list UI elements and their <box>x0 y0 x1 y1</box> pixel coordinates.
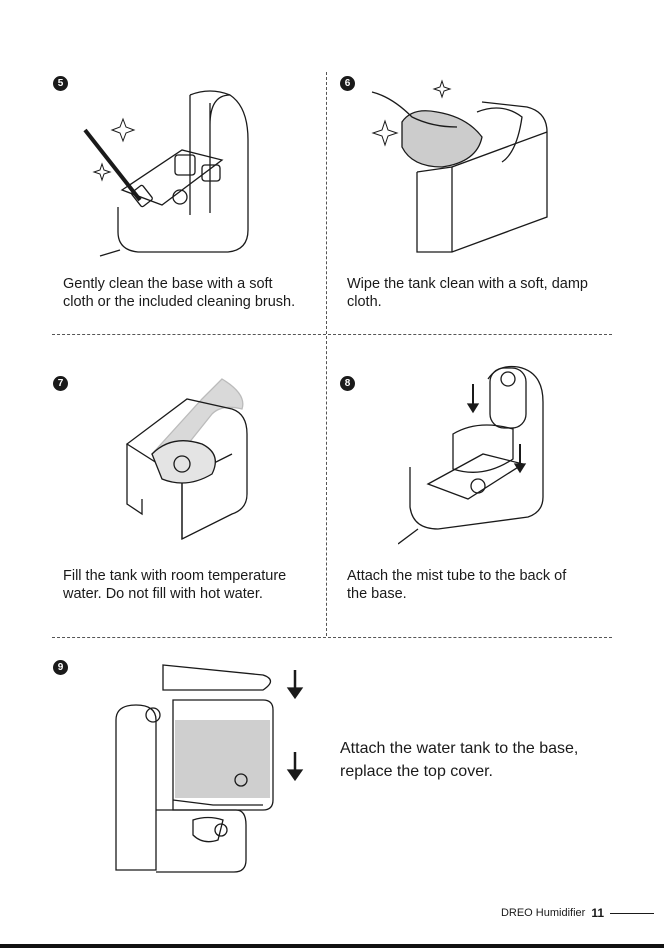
step-8-caption: Attach the mist tube to the back of the … <box>347 568 567 602</box>
vertical-divider-middle <box>326 336 327 636</box>
step-6-caption: Wipe the tank clean with a soft, damp cl… <box>347 276 588 310</box>
step-5-caption: Gently clean the base with a soft cloth … <box>63 276 296 310</box>
step-6-illustration <box>362 72 552 262</box>
bottom-bar <box>0 944 664 948</box>
step-8-number: 8 <box>340 376 355 391</box>
horizontal-divider-1 <box>52 334 612 335</box>
page-number: 11 <box>591 906 604 920</box>
step-7-caption: Fill the tank with room temperature wate… <box>63 568 287 602</box>
page-footer: DREO Humidifier 11 <box>501 906 654 920</box>
footer-brand: DREO Humidifier <box>500 907 586 919</box>
step-9-illustration <box>113 660 313 875</box>
step-6-number: 6 <box>340 76 355 91</box>
step-9-caption: Attach the water tank to the base, repla… <box>340 740 579 780</box>
vertical-divider-top <box>326 72 327 334</box>
step-7-number: 7 <box>53 376 68 391</box>
step-5-illustration <box>80 85 250 260</box>
step-7-illustration <box>122 374 252 540</box>
footer-rule <box>610 912 654 914</box>
step-8-illustration <box>398 364 550 549</box>
step-5-number: 5 <box>53 76 68 91</box>
step-9-number: 9 <box>53 660 68 675</box>
horizontal-divider-2 <box>52 637 612 638</box>
